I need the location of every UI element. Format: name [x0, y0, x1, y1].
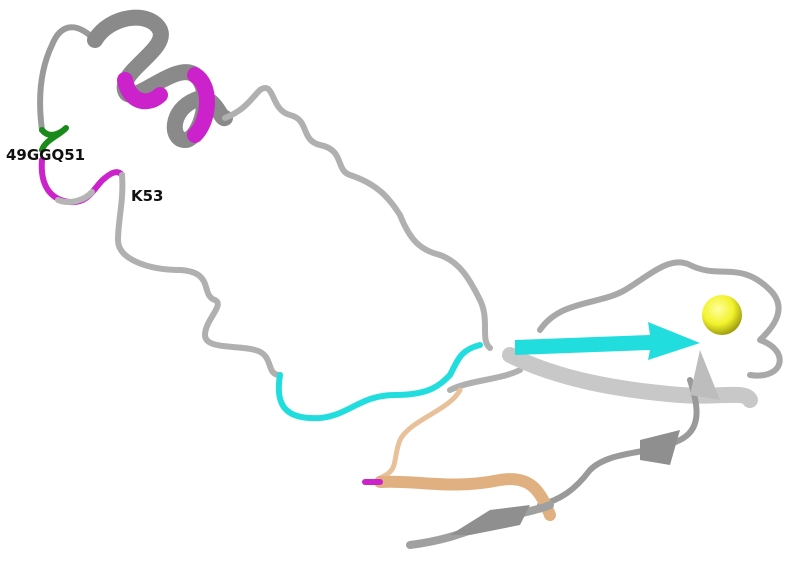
- coil-cterm-loop: [537, 259, 783, 379]
- sheet-gray: [502, 347, 758, 408]
- gray-strand-arrow: [690, 350, 720, 400]
- cyan-strand-arrow: [515, 322, 700, 360]
- tan-strand: [374, 473, 556, 521]
- coil-k53: [115, 172, 283, 378]
- gray-strand-arrow-2: [640, 430, 680, 465]
- motif-label: 49GGQ51: [6, 146, 86, 164]
- coil-gray: [55, 189, 95, 205]
- tan-coil: [377, 387, 463, 481]
- residue-label: K53: [131, 187, 164, 205]
- coil-long: [222, 85, 493, 351]
- coil-to-sheet: [447, 367, 523, 393]
- sheet-gray-2: [537, 377, 700, 508]
- gray-strand-arrow-3: [450, 505, 530, 535]
- magenta-loop: [38, 157, 125, 206]
- cyan-loop: [275, 342, 483, 422]
- ion-sphere: [702, 295, 742, 335]
- motif-49GGQ51: [39, 125, 69, 153]
- helix-magenta: [117, 67, 215, 143]
- coil-nterm: [37, 24, 98, 133]
